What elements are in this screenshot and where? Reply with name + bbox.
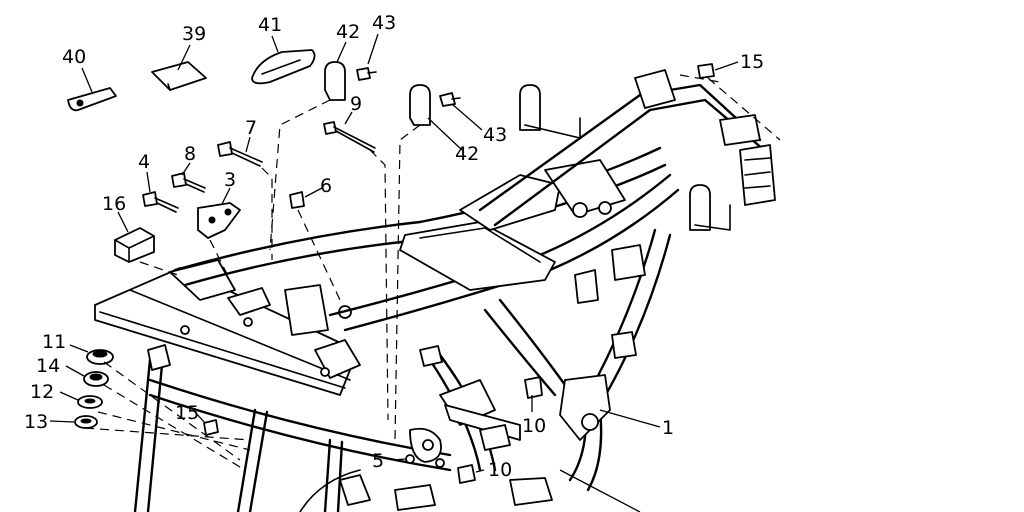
label-15-upper: 15 (740, 51, 764, 73)
part-42-hook-upper (324, 61, 346, 101)
leader-lines (49, 33, 781, 512)
label-10-upper: 10 (522, 415, 546, 437)
part-3-bracket (197, 202, 241, 239)
part-labels: 40 39 41 42 43 15 9 7 43 8 42 4 3 6 16 1… (24, 12, 764, 481)
label-43-lower: 43 (483, 124, 507, 146)
label-43-upper: 43 (372, 12, 396, 34)
label-8: 8 (184, 143, 196, 165)
part-10-collar-upper (524, 376, 543, 399)
part-9-bolt (323, 121, 337, 135)
label-7: 7 (245, 117, 257, 139)
label-9: 9 (350, 93, 362, 115)
label-1: 1 (662, 417, 674, 439)
label-4: 4 (138, 151, 150, 173)
part-43-bolt-lower (439, 92, 456, 107)
label-11: 11 (42, 331, 66, 353)
label-15-lower: 15 (175, 402, 199, 424)
label-39: 39 (182, 23, 206, 45)
part-7-bolt (217, 141, 233, 157)
part-8-bolt (171, 172, 187, 188)
label-14: 14 (36, 355, 60, 377)
label-42-lower: 42 (455, 143, 479, 165)
part-15-cap-upper (697, 63, 715, 79)
part-6-bolt (289, 191, 305, 209)
label-10-lower: 10 (488, 459, 512, 481)
label-40: 40 (62, 46, 86, 68)
label-42-upper: 42 (336, 21, 360, 43)
main-frame (94, 69, 776, 512)
label-12: 12 (30, 381, 54, 403)
part-5-washer (405, 454, 415, 464)
label-5: 5 (372, 450, 384, 472)
part-43-bolt-upper (356, 67, 371, 81)
label-3: 3 (224, 169, 236, 191)
loose-parts (67, 49, 715, 484)
part-39-pad (151, 61, 207, 91)
part-42-hook-lower (409, 84, 431, 126)
label-6: 6 (320, 175, 332, 197)
label-16: 16 (102, 193, 126, 215)
part-15-cap-lower (203, 419, 219, 436)
label-13: 13 (24, 411, 48, 433)
part-4-bolt (142, 191, 158, 207)
part-10-collar-lower (457, 464, 476, 484)
label-41: 41 (258, 14, 282, 36)
